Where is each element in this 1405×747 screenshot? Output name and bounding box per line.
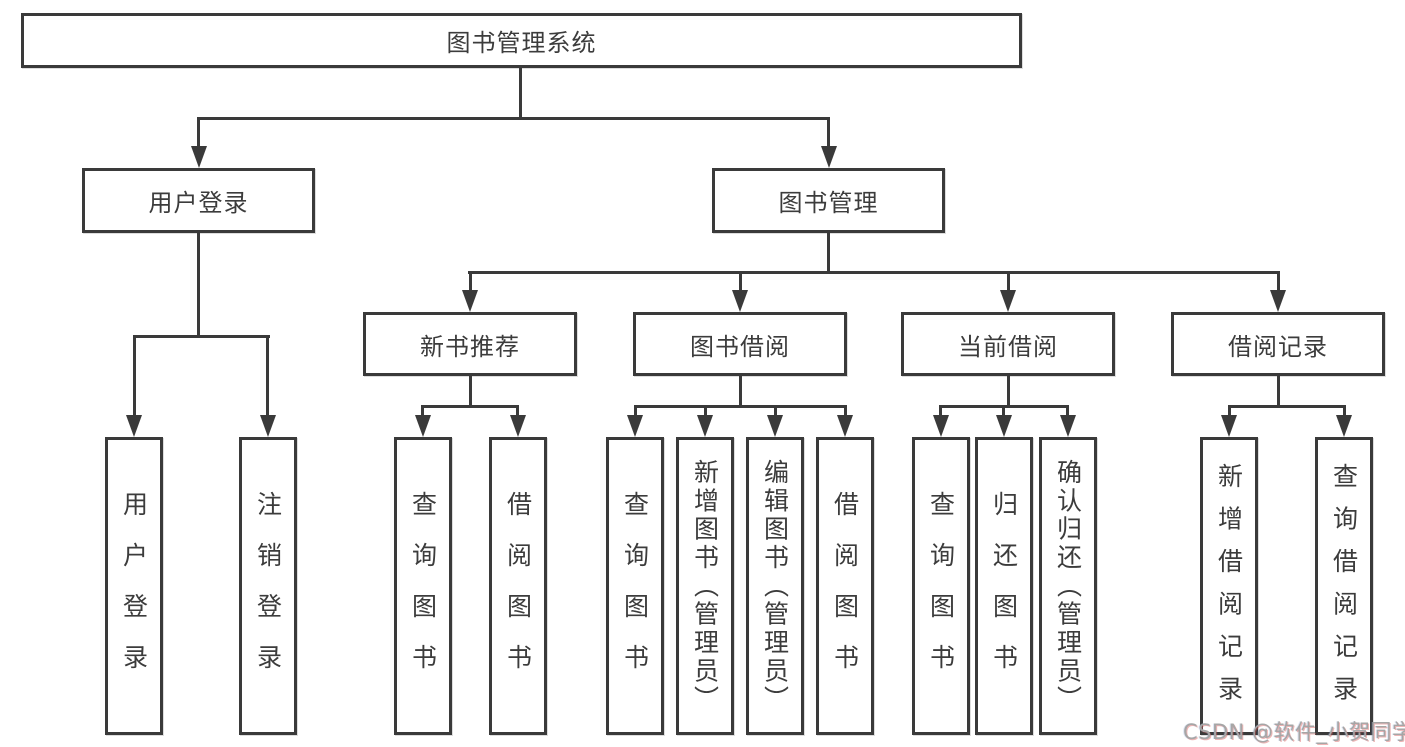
connector-to-leaf [633, 405, 637, 417]
leaf-label: 新增图书（管理员） [690, 459, 720, 715]
node-current-borrowing: 当前借阅 [901, 312, 1115, 376]
connector-root-split [197, 117, 830, 120]
arrow-down-icon [837, 415, 853, 437]
connector-current-borrow-stem [1006, 376, 1010, 408]
leaf-label: 归还图书 [989, 490, 1019, 695]
leaf-label: 新增借阅记录 [1214, 462, 1244, 718]
connector-to-new-book [468, 271, 472, 292]
leaf-label: 借阅图书 [830, 490, 860, 695]
arrow-down-icon [627, 415, 643, 437]
leaf-user-login: 用户登录 [105, 437, 163, 735]
leaf-label: 用户登录 [119, 490, 149, 695]
node-label: 图书借阅 [690, 332, 790, 361]
connector-new-book-split [421, 405, 519, 408]
arrow-down-icon [414, 415, 431, 437]
node-borrowing-records: 借阅记录 [1171, 312, 1385, 376]
leaf-query-books-recommend: 查询图书 [394, 437, 452, 735]
connector-to-leaf [132, 335, 136, 417]
leaf-borrow-books-recommend: 借阅图书 [489, 437, 547, 735]
node-label: 图书管理系统 [446, 29, 597, 57]
connector-to-leaf [1066, 405, 1069, 417]
leaf-label: 编辑图书（管理员） [760, 459, 790, 715]
connector-to-leaf [703, 405, 707, 417]
connector-to-leaf [1342, 405, 1346, 417]
leaf-label: 查询图书 [926, 490, 956, 695]
connector-to-leaf [1227, 405, 1231, 417]
connector-book-mgmt-stem [827, 233, 830, 274]
node-label: 用户登录 [148, 189, 249, 217]
arrow-down-icon [820, 146, 837, 168]
csdn-watermark: CSDN @软件_小贺同学 [1183, 720, 1405, 744]
connector-book-mgmt-split [468, 271, 1280, 274]
connector-new-book-stem [468, 376, 472, 408]
connector-to-leaf [1002, 405, 1005, 417]
connector-to-leaf [843, 405, 847, 417]
node-book-borrowing: 图书借阅 [633, 312, 847, 376]
arrow-down-icon [767, 415, 783, 437]
node-label: 当前借阅 [958, 332, 1058, 361]
connector-book-borrow-stem [738, 376, 742, 408]
connector-book-borrow-split [633, 405, 847, 408]
connector-root-stem [519, 68, 522, 119]
arrow-down-icon [462, 290, 478, 312]
connector-to-leaf [939, 405, 942, 417]
connector-user-login-stem [197, 233, 200, 338]
connector-to-borrow-records [1276, 271, 1280, 292]
arrow-down-icon [732, 290, 748, 312]
leaf-label: 借阅图书 [503, 490, 533, 695]
leaf-edit-books-admin: 编辑图书（管理员） [746, 437, 804, 735]
leaf-label: 确认归还（管理员） [1053, 459, 1083, 715]
arrow-down-icon [1221, 415, 1237, 437]
arrow-down-icon [697, 415, 713, 437]
connector-to-user-login [197, 117, 200, 148]
connector-to-leaf [516, 405, 519, 417]
node-label: 新书推荐 [420, 332, 520, 361]
leaf-label: 查询图书 [408, 490, 438, 695]
connector-to-book-borrow [738, 271, 742, 292]
leaf-query-books-borrowing: 查询图书 [606, 437, 664, 735]
leaf-add-books-admin: 新增图书（管理员） [676, 437, 734, 735]
connector-borrow-records-stem [1276, 376, 1280, 408]
connector-to-current-borrow [1006, 271, 1010, 292]
leaf-add-borrow-record: 新增借阅记录 [1200, 437, 1258, 735]
node-label: 图书管理 [778, 189, 879, 217]
arrow-down-icon [1270, 290, 1286, 312]
connector-borrow-records-split [1227, 405, 1346, 408]
arrow-down-icon [932, 415, 949, 437]
leaf-return-books: 归还图书 [975, 437, 1033, 735]
node-book-management: 图书管理 [712, 168, 945, 233]
node-library-management-system: 图书管理系统 [21, 13, 1022, 68]
arrow-down-icon [126, 415, 142, 437]
arrow-down-icon [509, 415, 526, 437]
connector-to-book-management [827, 117, 830, 148]
leaf-query-books-current: 查询图书 [912, 437, 970, 735]
connector-user-login-split [132, 335, 270, 338]
connector-to-leaf [266, 335, 269, 417]
arrow-down-icon [1059, 415, 1076, 437]
arrow-down-icon [190, 146, 207, 168]
node-user-login: 用户登录 [82, 168, 315, 233]
leaf-query-borrow-record: 查询借阅记录 [1315, 437, 1373, 735]
arrow-down-icon [995, 415, 1012, 437]
node-label: 借阅记录 [1228, 332, 1328, 361]
leaf-borrow-books: 借阅图书 [816, 437, 874, 735]
arrow-down-icon [1336, 415, 1352, 437]
node-new-book-recommend: 新书推荐 [363, 312, 577, 376]
arrow-down-icon [1000, 290, 1016, 312]
connector-to-leaf [773, 405, 777, 417]
leaf-label: 查询图书 [620, 490, 650, 695]
leaf-confirm-return-admin: 确认归还（管理员） [1039, 437, 1097, 735]
leaf-logout: 注销登录 [239, 437, 297, 735]
leaf-label: 注销登录 [253, 490, 283, 695]
arrow-down-icon [259, 415, 276, 437]
leaf-label: 查询借阅记录 [1329, 462, 1359, 718]
connector-to-leaf [421, 405, 424, 417]
